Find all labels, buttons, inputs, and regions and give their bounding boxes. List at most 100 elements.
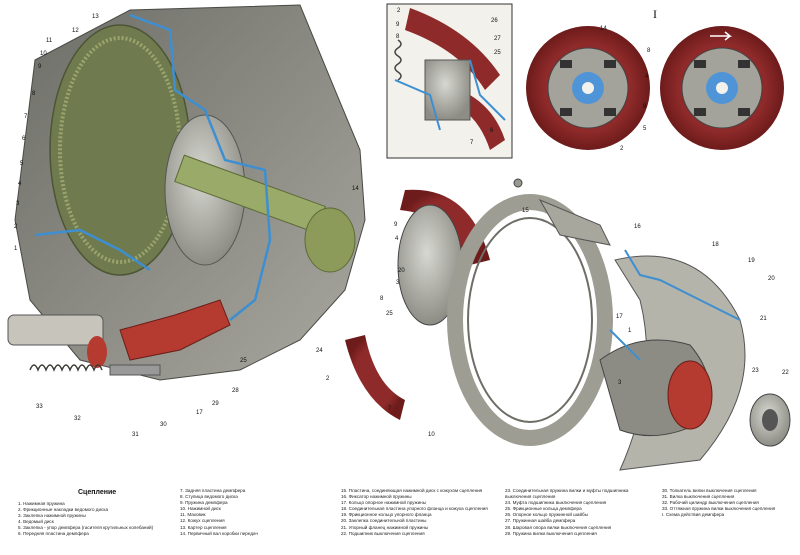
- legend-item: 7. Задняя пластина демпфера: [180, 488, 246, 493]
- legend-item: 17. Кольцо опорное нажимной пружины: [341, 500, 426, 506]
- detail-label: I: [653, 7, 657, 21]
- callout-number: 11: [46, 38, 53, 44]
- legend-title: Сцепление: [78, 489, 117, 496]
- callout-number: 10: [40, 51, 47, 57]
- callout-number: 12: [72, 28, 79, 34]
- legend-column: 30. Толкатель вилки выключения сцепления…: [662, 488, 775, 518]
- callout-number: 9: [396, 22, 400, 28]
- callout-number: 3: [16, 201, 20, 207]
- fork-pushrod: [109, 364, 161, 376]
- legend-item: 28. Шаровая опора вилки выключения сцепл…: [505, 524, 612, 530]
- pressure-plate-ring-inner: [467, 217, 593, 423]
- callout-number: 33: [36, 404, 43, 410]
- legend-item: 13. Картер сцепления: [180, 524, 227, 530]
- housing-section-outline: [34, 13, 272, 321]
- detail-inset: [386, 3, 513, 159]
- inset-damper-spring: [394, 39, 402, 81]
- legend-item: 26. Опорное кольцо пружинной шайбы: [505, 512, 588, 518]
- callout-number: 32: [74, 416, 81, 422]
- callout-number: 3: [618, 380, 622, 386]
- legend-item: 19. Фрикционное кольцо упорного фланца: [341, 512, 432, 518]
- callout-number: 1: [628, 328, 632, 334]
- legend-item: 6. Передняя пластина демпфера: [18, 531, 89, 537]
- callout-number: 9: [38, 64, 42, 70]
- driven-disc-lining-lower: [345, 335, 405, 420]
- callout-number: 4: [18, 181, 22, 187]
- callout-number: 19: [748, 258, 755, 264]
- callout-number: 28: [232, 388, 239, 394]
- legend-item: 3. Заклепка нажимной пружины: [18, 513, 86, 519]
- pressure-plate-ring: [447, 194, 613, 446]
- exploded-parts: [345, 178, 791, 471]
- callout-number: 26: [491, 18, 498, 24]
- callout-number: 21: [760, 316, 767, 322]
- callout-number: 30: [160, 422, 167, 428]
- callout-number: 15: [522, 208, 529, 214]
- legend-item: I. Схема действия демпфера: [662, 512, 725, 518]
- callout-number: 5: [20, 161, 24, 167]
- legend-item: 27. Пружинная шайба демпфера: [505, 518, 576, 524]
- legend-item: 29. Пружина вилки выключения сцепления: [505, 530, 597, 536]
- callout-number: 9: [394, 222, 398, 228]
- callout-number: 10: [428, 432, 435, 438]
- callout-number: 3: [396, 280, 400, 286]
- rotation-arrow-icon: [710, 31, 733, 41]
- inset-hub: [424, 59, 471, 121]
- legend-item: 5. Заклепка - упор демпфера (гасителя кр…: [18, 525, 154, 531]
- callout-number: 13: [92, 14, 99, 20]
- callout-number: 18: [712, 242, 719, 248]
- legend-item: 8. Ступица ведомого диска: [180, 494, 238, 500]
- legend-item: 4. Ведомый диск: [18, 519, 54, 525]
- callout-number: 7: [24, 114, 28, 120]
- connecting-plate: [538, 198, 611, 246]
- legend-column: 23. Соединительная пружина вилки и муфты…: [505, 488, 628, 537]
- callout-number: 25: [240, 358, 247, 364]
- callout-number: 9: [643, 104, 647, 110]
- callout-number: 23: [752, 368, 759, 374]
- legend-item: 25. Фрикционные кольца демпфера: [505, 506, 582, 512]
- damper-disc-left: [526, 26, 650, 150]
- legend-item: 20. Заклепка соединительной пластины: [341, 518, 427, 524]
- return-spring: [29, 364, 103, 372]
- legend-item: 15. Пластина, соединяющая нажимной диск …: [341, 488, 483, 493]
- callout-number: 31: [132, 432, 139, 438]
- inset-friction-lining: [405, 8, 500, 90]
- legend-item: 23. Соединительная пружина вилки и муфты…: [505, 488, 629, 493]
- callout-number: 22: [782, 370, 789, 376]
- legend-item: 2. Фрикционные накладки ведомого диска: [18, 507, 109, 513]
- callout-number: 8: [32, 91, 36, 97]
- legend-column: 15. Пластина, соединяющая нажимной диск …: [341, 488, 488, 537]
- callout-number: 27: [494, 36, 501, 42]
- release-bearing: [749, 393, 791, 447]
- callout-number: 8: [396, 34, 400, 40]
- input-shaft-gear: [304, 207, 356, 273]
- callout-number: 17: [616, 314, 623, 320]
- callout-number: 6: [490, 128, 494, 134]
- callout-number: 25: [494, 50, 501, 56]
- callout-number: 25: [386, 311, 393, 317]
- callout-number: 2: [326, 376, 330, 382]
- clutch-exploded-diagram: I: [7, 3, 791, 471]
- callout-number: 5: [643, 126, 647, 132]
- callout-number: 14: [600, 26, 607, 32]
- callout-number: 24: [316, 348, 323, 354]
- callout-number: 7: [388, 406, 392, 412]
- legend-item: 12. Кожух сцепления: [180, 518, 225, 524]
- damper-scheme: I: [526, 7, 784, 150]
- callout-number: 20: [768, 276, 775, 282]
- legend-item: 30. Толкатель вилки выключения сцепления: [662, 488, 757, 493]
- legend-item: 14. Первичный вал коробки передач: [180, 530, 258, 536]
- legend-item: 9. Пружина демпфера: [180, 500, 228, 506]
- release-fork: [119, 299, 231, 361]
- legend-item: 10. Нажимной диск: [180, 506, 221, 512]
- legend-item: 11. Маховик: [180, 512, 206, 518]
- legend-item: 18. Соединительная пластина упорного фла…: [341, 506, 488, 512]
- legend-item: 32. Рабочий цилиндр выключения сцепления: [662, 500, 759, 506]
- callout-number: 17: [196, 410, 203, 416]
- clutch-housing-cutaway: [7, 4, 366, 381]
- callout-number: 2: [397, 8, 401, 14]
- callout-number: 16: [634, 224, 641, 230]
- inset-friction-lining-lower: [460, 95, 505, 150]
